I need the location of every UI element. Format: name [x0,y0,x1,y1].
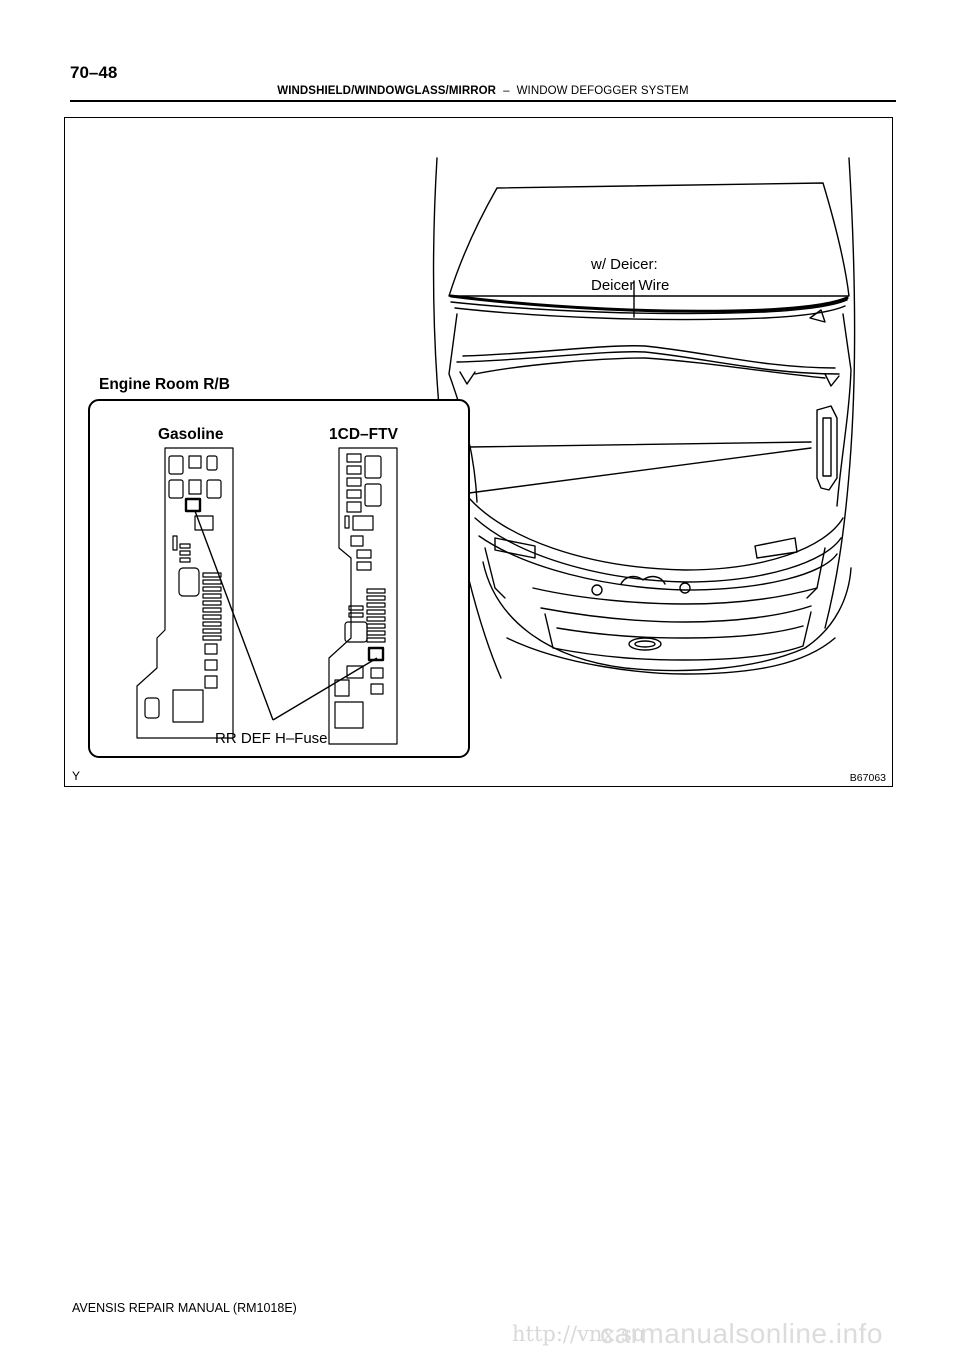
relay-block-in-car [816,405,838,491]
hood-outline [448,182,850,297]
watermark-link[interactable]: http://vnx.su [512,1322,646,1346]
section-title: WINDSHIELD/WINDOWGLASS/MIRROR [277,85,497,97]
watermark-site: carmanualsonline.info [600,1318,883,1349]
emblem [628,637,662,651]
gasoline-relay-block [136,447,234,739]
front-grille [532,587,818,605]
engine-room-rb-box [88,399,470,758]
callout-leader-top [468,441,812,448]
header-rule [70,100,896,102]
gasoline-label: Gasoline [158,426,224,443]
figure-code: B67063 [849,772,886,784]
vehicle-illustration [88,157,856,758]
section-header: WINDSHIELD/WINDOWGLASS/MIRROR–WINDOW DEF… [70,85,896,97]
fuse-leader-ftv [272,657,378,721]
ftv-relay-block [328,447,398,745]
manual-footer: AVENSIS REPAIR MANUAL (RM1018E) [72,1301,297,1315]
deicer-wire-label: Deicer Wire [591,277,670,295]
rr-def-fuse-label: RR DEF H–Fuse [215,730,328,747]
deicer-callout: w/ Deicer: Deicer Wire [591,256,669,299]
header-separator: – [503,85,510,97]
subsection-title: WINDOW DEFOGGER SYSTEM [516,85,689,97]
deicer-condition-label: w/ Deicer: [591,256,658,273]
engine-room-rb-label: Engine Room R/B [99,376,230,393]
figure-corner-letter: Y [72,769,81,783]
location-figure: w/ Deicer: Deicer Wire Engine Room R/B G… [64,117,893,787]
ftv-label: 1CD–FTV [329,426,398,443]
page-number: 70–48 [70,63,118,82]
fuse-leader-gasoline [194,510,274,721]
callout-leader-bottom [468,447,812,494]
